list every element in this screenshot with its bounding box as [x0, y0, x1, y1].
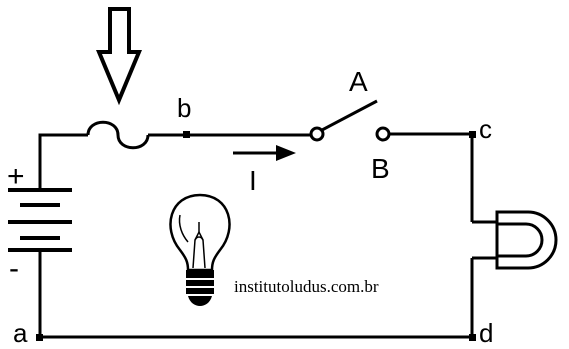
node-d-label: d: [479, 318, 493, 348]
current-label: I: [249, 165, 257, 196]
node-c-label: c: [479, 114, 492, 144]
node-a-dot: [36, 334, 43, 341]
fuse-icon: [86, 120, 150, 150]
node-b-dot: [183, 131, 190, 138]
lamp-socket-icon: [472, 210, 558, 270]
battery-negative-label: -: [9, 252, 19, 285]
current-arrow-icon: [233, 145, 296, 161]
battery-icon: [8, 188, 72, 252]
wire-left: [38, 133, 88, 337]
node-a-label: a: [13, 318, 28, 348]
node-d-dot: [469, 334, 476, 341]
node-b-label: b: [177, 93, 191, 123]
battery-positive-label: +: [7, 160, 25, 193]
switch-icon: [309, 99, 391, 142]
switch-contact-b-label: B: [371, 153, 390, 184]
watermark-text: institutoludus.com.br: [234, 277, 379, 296]
node-c-dot: [469, 131, 476, 138]
wire-right: [389, 132, 474, 337]
down-arrow-icon: [96, 7, 142, 106]
switch-contact-a-label: A: [349, 66, 368, 97]
lightbulb-icon: [169, 193, 231, 306]
